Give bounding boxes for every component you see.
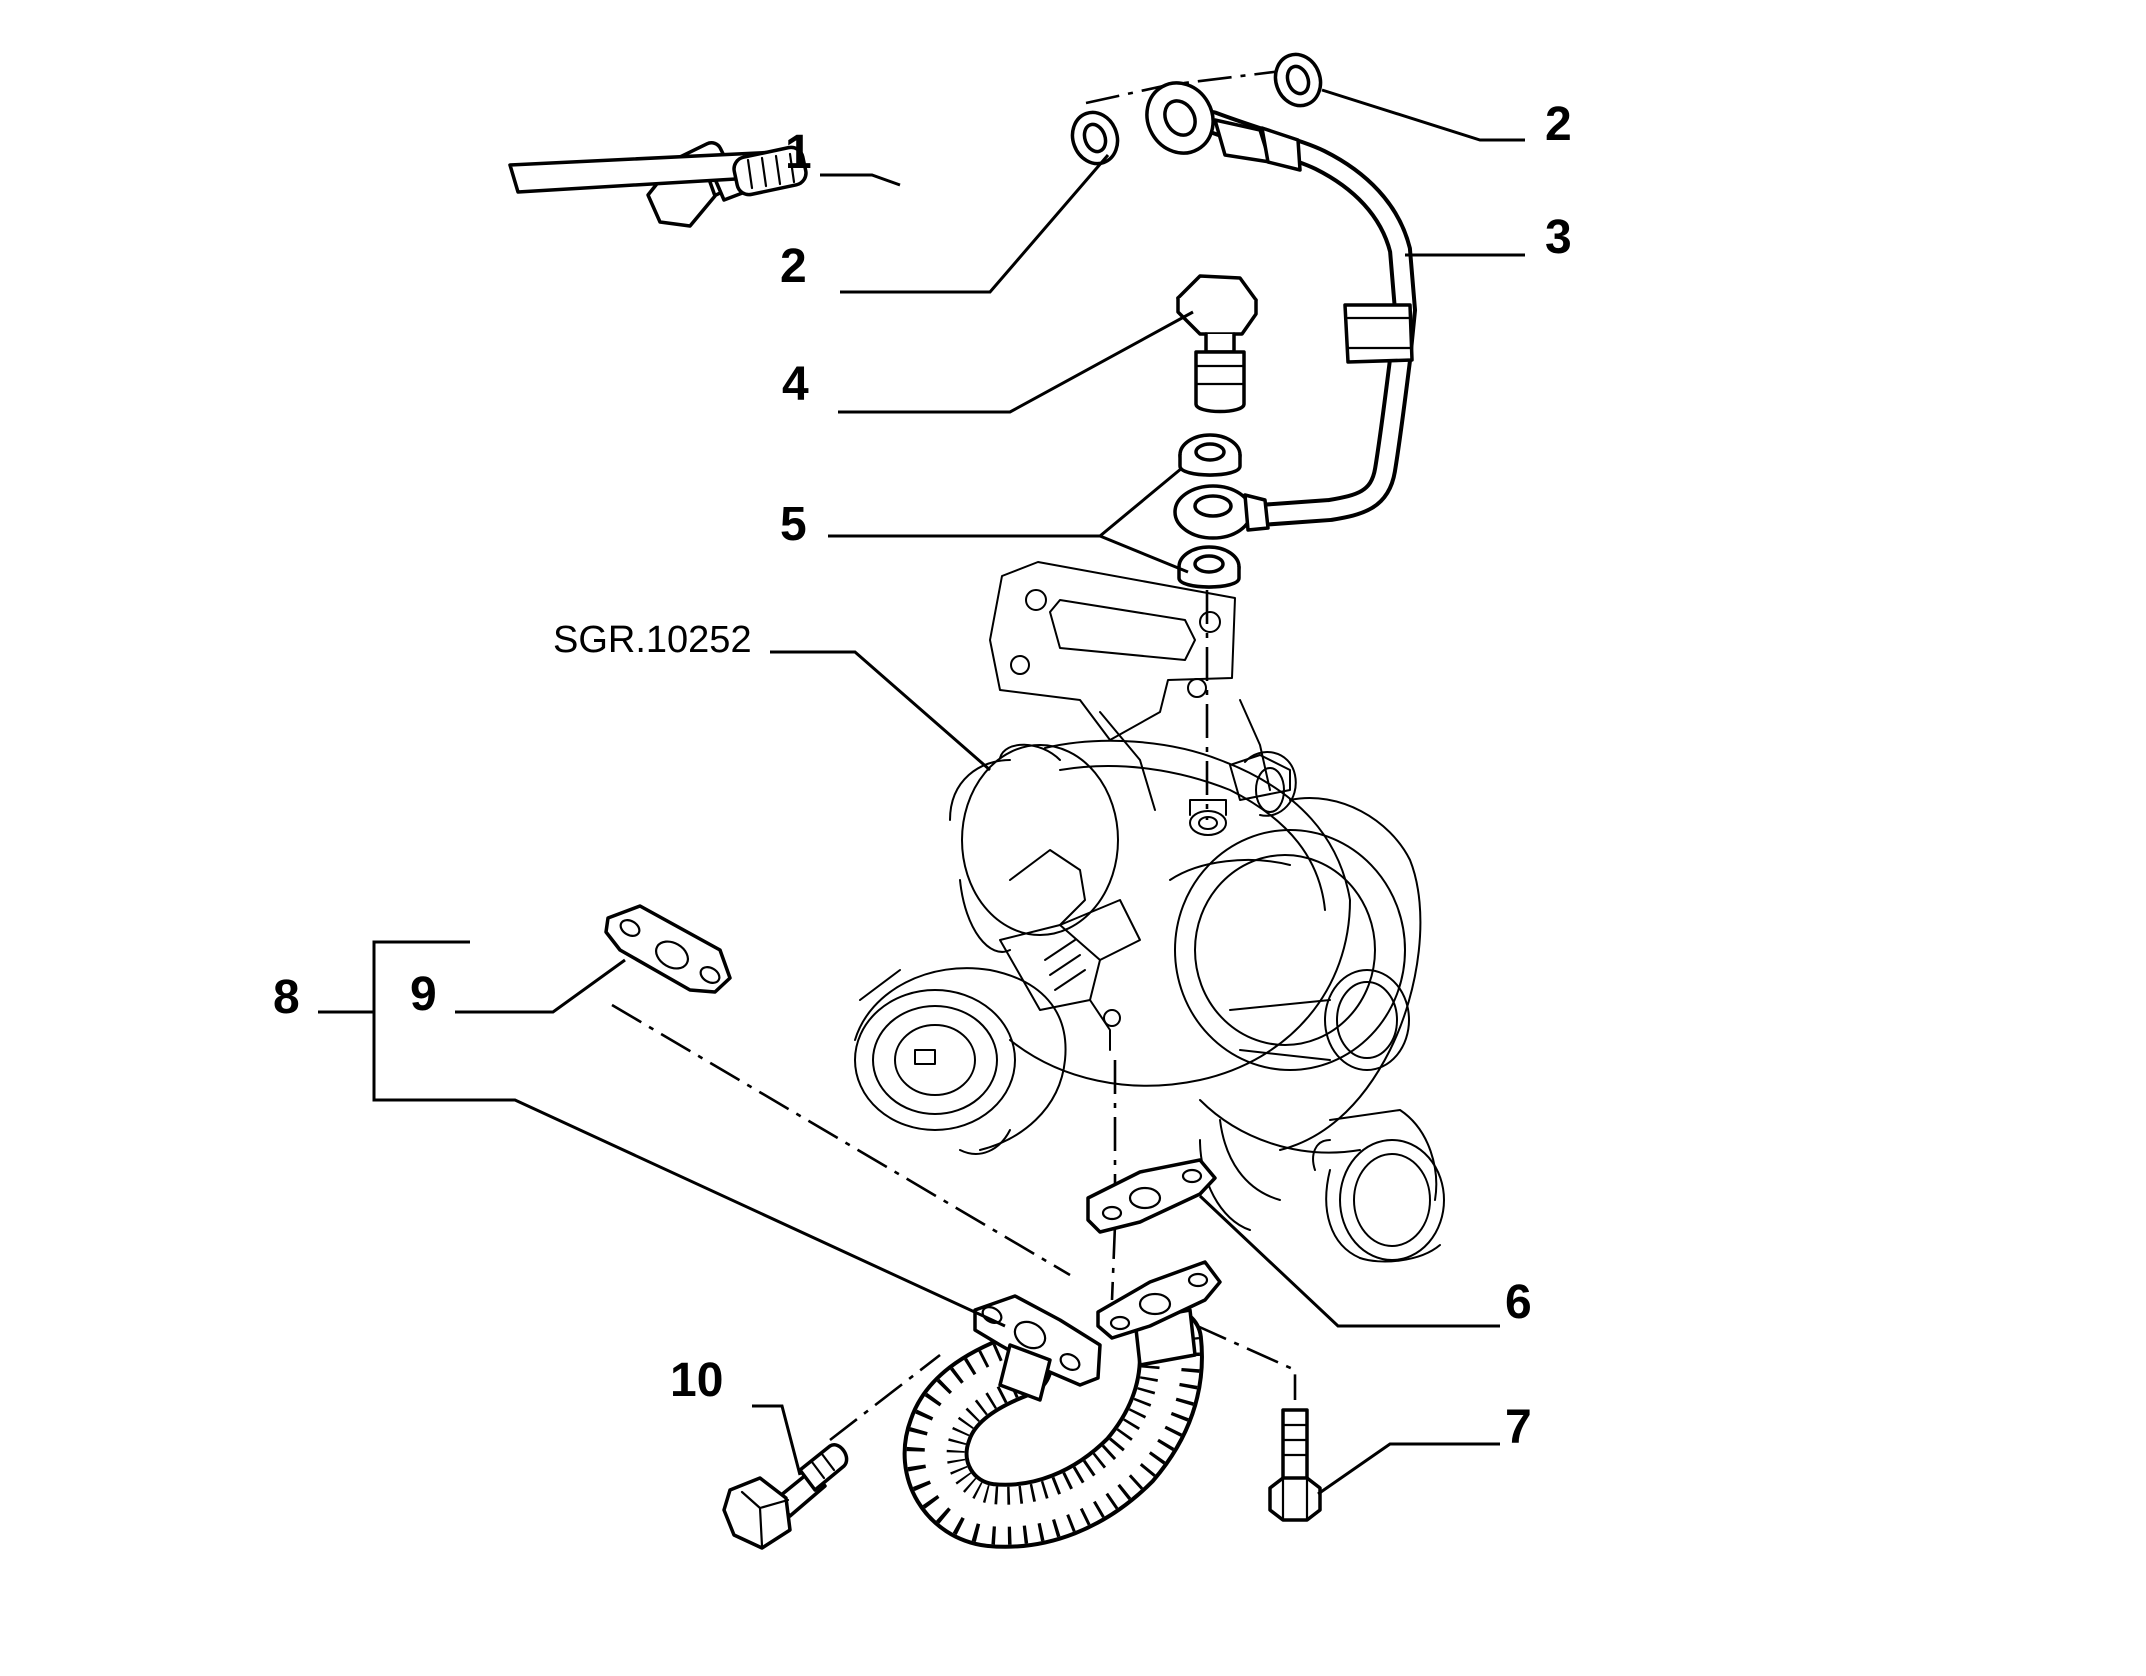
alignment-lines xyxy=(611,68,1297,1442)
oil-feed-pipe-3 xyxy=(1145,81,1418,540)
callout-9: 9 xyxy=(410,968,437,1021)
callout-2-left: 2 xyxy=(780,240,807,293)
drawing-reference: SGR.10252 xyxy=(553,619,752,661)
callout-7: 7 xyxy=(1505,1401,1532,1454)
callout-4: 4 xyxy=(782,358,809,411)
callout-labels: 1 2 2 3 4 5 6 7 8 9 10 SGR.10252 xyxy=(273,98,1572,1454)
turbocharger xyxy=(854,561,1445,1263)
callout-8: 8 xyxy=(273,971,300,1024)
oil-drain-pipe-8 xyxy=(902,1260,1222,1549)
washer-2a xyxy=(1070,110,1120,166)
banjo-bolt-1 xyxy=(508,141,808,228)
washer-2b xyxy=(1273,52,1323,108)
callout-5: 5 xyxy=(780,498,807,551)
callout-1: 1 xyxy=(785,126,812,179)
bolt-7 xyxy=(1268,1408,1322,1522)
banjo-bolt-4 xyxy=(1176,274,1258,414)
gasket-6 xyxy=(1086,1158,1217,1234)
gasket-9 xyxy=(604,904,732,994)
leader-lines xyxy=(318,88,1525,1496)
callout-10: 10 xyxy=(670,1354,723,1407)
callout-2-right: 2 xyxy=(1545,98,1572,151)
callout-6: 6 xyxy=(1505,1276,1532,1329)
callout-3: 3 xyxy=(1545,211,1572,264)
bolt-10 xyxy=(722,1443,849,1550)
